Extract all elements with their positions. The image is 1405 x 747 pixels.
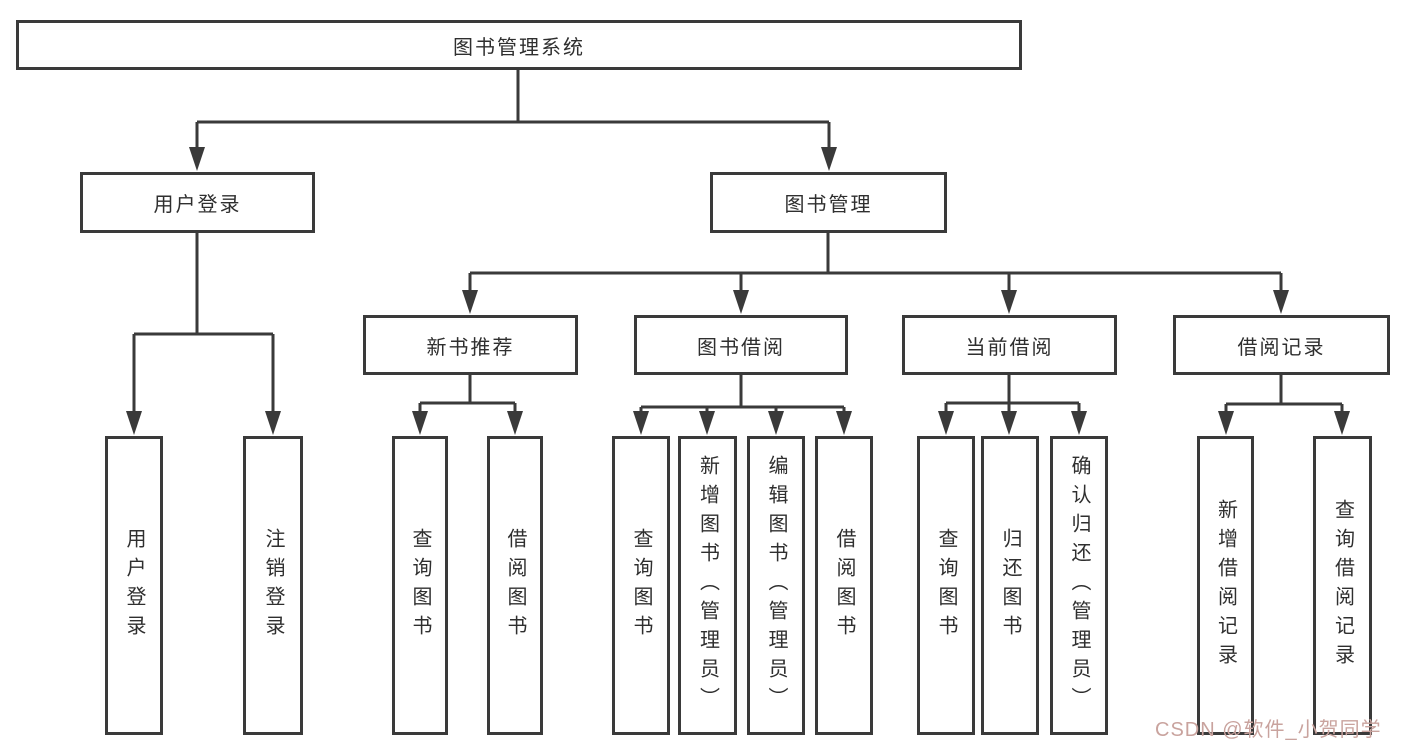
node-label: 当前借阅 (965, 336, 1054, 359)
node-label: 新书推荐 (426, 336, 515, 359)
node-label: 编辑图书（管理员） (765, 455, 787, 716)
node-label: 用户登录 (123, 527, 145, 644)
leaf-query-books-recommend: 查询图书 (392, 436, 448, 735)
node-borrowing-records: 借阅记录 (1173, 315, 1390, 375)
node-book-management: 图书管理 (710, 172, 947, 233)
node-new-book-recommend: 新书推荐 (363, 315, 578, 375)
node-label: 新增借阅记录 (1214, 498, 1237, 673)
node-label: 借阅图书 (504, 527, 526, 644)
node-label: 借阅记录 (1237, 336, 1326, 359)
node-label: 确认归还（管理员） (1068, 455, 1090, 716)
leaf-query-books-current: 查询图书 (917, 436, 975, 735)
node-label: 查询图书 (630, 527, 652, 644)
node-root-library-system: 图书管理系统 (16, 20, 1022, 70)
leaf-add-borrow-record: 新增借阅记录 (1197, 436, 1254, 735)
node-label: 注销登录 (262, 527, 284, 644)
node-label: 查询图书 (409, 527, 431, 644)
leaf-add-books-admin: 新增图书（管理员） (678, 436, 737, 735)
node-label: 图书借阅 (697, 336, 785, 359)
node-book-borrowing: 图书借阅 (634, 315, 848, 375)
csdn-watermark: CSDN @软件_小贺同学 (1155, 719, 1382, 741)
node-label: 借阅图书 (833, 527, 855, 644)
leaf-user-login: 用户登录 (105, 436, 163, 735)
leaf-borrow-books: 借阅图书 (815, 436, 873, 735)
leaf-borrow-books-recommend: 借阅图书 (487, 436, 543, 735)
node-label: 归还图书 (999, 527, 1021, 644)
node-label: 查询图书 (935, 527, 957, 644)
leaf-logout: 注销登录 (243, 436, 303, 735)
node-label: 新增图书（管理员） (696, 455, 719, 716)
leaf-query-borrow-record: 查询借阅记录 (1313, 436, 1372, 735)
node-user-login: 用户登录 (80, 172, 315, 233)
node-label: 查询借阅记录 (1331, 498, 1354, 673)
node-label: 图书管理 (784, 194, 873, 216)
node-label: 图书管理系统 (453, 36, 585, 59)
leaf-edit-books-admin: 编辑图书（管理员） (747, 436, 805, 735)
node-label: 用户登录 (153, 194, 242, 216)
leaf-return-books: 归还图书 (981, 436, 1039, 735)
leaf-query-books-borrow: 查询图书 (612, 436, 670, 735)
node-current-borrowing: 当前借阅 (902, 315, 1117, 375)
leaf-confirm-return-admin: 确认归还（管理员） (1050, 436, 1108, 735)
